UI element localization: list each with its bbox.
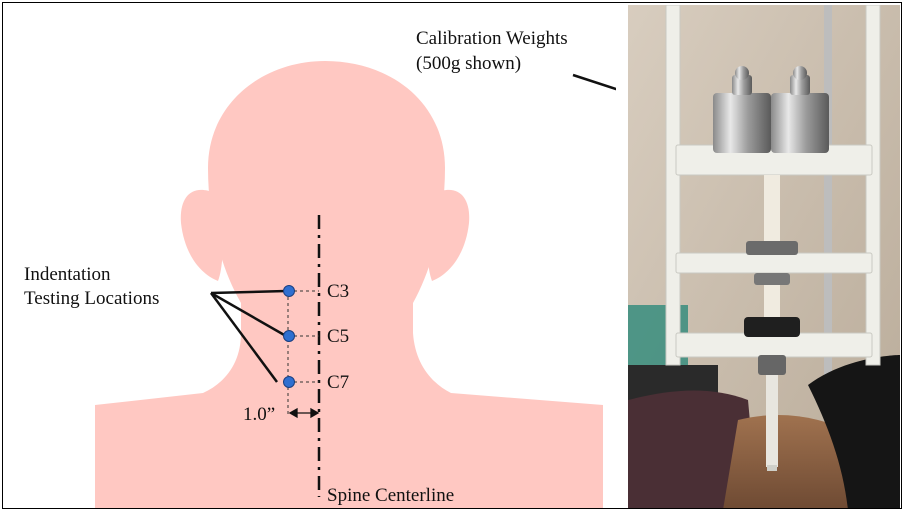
indentation-label-line2: Testing Locations [24, 287, 159, 310]
calibration-label-line1: Calibration Weights [416, 27, 568, 50]
left-ear [181, 190, 223, 281]
device-photo [628, 5, 900, 509]
test-point-c3 [284, 286, 295, 297]
right-ear [427, 190, 469, 281]
vertebra-label-c5: C5 [327, 325, 349, 348]
centerline-label: Spine Centerline [327, 484, 454, 507]
test-point-c5 [284, 331, 295, 342]
photo-divider [616, 3, 628, 509]
test-point-c7 [284, 377, 295, 388]
calibration-label-line2: (500g shown) [416, 52, 521, 75]
indentation-label-line1: Indentation [24, 263, 111, 286]
vertebra-label-c3: C3 [327, 280, 349, 303]
offset-label: 1.0” [243, 403, 275, 426]
vertebra-label-c7: C7 [327, 371, 349, 394]
